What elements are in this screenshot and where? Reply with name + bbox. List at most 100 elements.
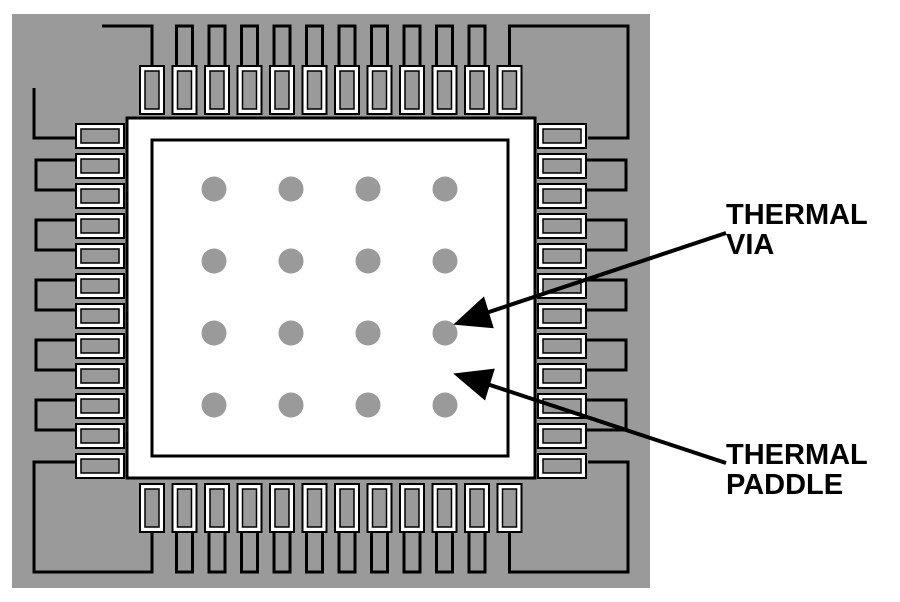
thermal-via: [432, 176, 458, 202]
bottom-pin-pad: [171, 483, 198, 533]
pcb-trace: [467, 24, 487, 66]
thermal-paddle-label: THERMAL PADDLE: [726, 439, 868, 501]
thermal-via: [278, 320, 304, 346]
bottom-pin-pad: [269, 483, 295, 533]
left-pin-pad: [75, 453, 125, 479]
top-pin-pad: [269, 65, 295, 115]
pcb-trace: [175, 24, 194, 66]
pcb-trace: [586, 338, 628, 372]
bottom-pin-pad: [464, 483, 490, 533]
thermal-via: [201, 392, 227, 418]
left-pin-pad: [75, 123, 125, 149]
right-pin-pad: [537, 303, 587, 329]
pcb-trace: [34, 158, 76, 192]
right-pin-pad: [537, 363, 587, 389]
thermal-via: [355, 248, 381, 274]
thermal-via: [355, 392, 381, 418]
top-pin-pad: [301, 65, 328, 115]
thermal-via: [432, 320, 458, 346]
top-pin-pad: [464, 65, 490, 115]
pcb-trace: [402, 532, 422, 574]
pcb-trace: [370, 24, 389, 66]
thermal-via: [278, 248, 304, 274]
left-pin-pad: [75, 393, 125, 419]
via-arrow-line: [485, 231, 727, 315]
right-pin-pad: [537, 123, 587, 149]
top-pin-pad: [171, 65, 198, 115]
top-pin-pad: [334, 65, 360, 115]
pcb-traces: [32, 24, 630, 574]
pcb-trace: [34, 398, 76, 432]
bottom-pin-pad: [334, 483, 360, 533]
pcb-trace: [337, 24, 357, 66]
thermal-via-label: THERMAL VIA: [726, 199, 868, 261]
pcb-trace: [102, 24, 154, 66]
thermal-via: [355, 176, 381, 202]
pcb-trace: [175, 532, 194, 574]
bottom-pin-pad: [496, 483, 523, 533]
bottom-pin-pad: [399, 483, 425, 533]
pcb-trace: [305, 24, 324, 66]
pcb-trace: [467, 532, 487, 574]
paddle-arrow-line: [486, 382, 727, 465]
bottom-pin-pad: [366, 483, 393, 533]
pcb-trace: [32, 88, 76, 140]
bottom-pin-pad: [139, 483, 165, 533]
via-arrow-head: [453, 296, 494, 329]
thermal-via: [201, 176, 227, 202]
left-pin-pad: [75, 213, 125, 239]
top-pin-pad: [399, 65, 425, 115]
pcb-trace: [508, 460, 630, 574]
pin-pads: [75, 65, 587, 533]
top-pin-pad: [236, 65, 263, 115]
pcb-trace: [34, 278, 76, 312]
right-pin-pad: [537, 153, 587, 179]
top-pin-pad: [431, 65, 458, 115]
pcb-trace: [337, 532, 357, 574]
pcb-trace: [34, 338, 76, 372]
pcb-trace: [272, 24, 292, 66]
pcb-trace: [240, 24, 259, 66]
right-pin-pad: [537, 333, 587, 359]
thermal-via: [201, 320, 227, 346]
thermal-via: [432, 392, 458, 418]
pcb-trace: [402, 24, 422, 66]
right-pin-pad: [537, 213, 587, 239]
left-pin-pad: [75, 273, 125, 299]
pcb-trace: [207, 24, 227, 66]
bottom-pin-pad: [236, 483, 263, 533]
right-pin-pad: [537, 423, 587, 449]
top-pin-pad: [496, 65, 523, 115]
bottom-pin-pad: [431, 483, 458, 533]
right-pin-pad: [537, 183, 587, 209]
paddle-arrow-head: [453, 368, 495, 401]
left-pin-pad: [75, 333, 125, 359]
thermal-via: [201, 248, 227, 274]
left-pin-pad: [75, 423, 125, 449]
thermal-via: [278, 176, 304, 202]
thermal-via: [278, 392, 304, 418]
left-pin-pad: [75, 183, 125, 209]
pcb-trace: [586, 398, 628, 432]
pcb-trace: [435, 24, 454, 66]
top-pin-pad: [204, 65, 230, 115]
pcb-trace: [207, 532, 227, 574]
top-pin-pad: [366, 65, 393, 115]
left-pin-pad: [75, 303, 125, 329]
pcb-trace: [508, 24, 630, 140]
callout-arrows: [453, 231, 727, 465]
left-pin-pad: [75, 153, 125, 179]
pcb-trace: [34, 218, 76, 252]
pcb-trace: [240, 532, 259, 574]
bottom-pin-pad: [204, 483, 230, 533]
left-pin-pad: [75, 363, 125, 389]
pcb-trace: [272, 532, 292, 574]
pcb-trace: [586, 218, 628, 252]
thermal-via: [432, 248, 458, 274]
pcb-trace: [435, 532, 454, 574]
pcb-trace: [370, 532, 389, 574]
pcb-trace: [32, 460, 154, 574]
thermal-via-grid: [201, 176, 458, 418]
pcb-trace: [586, 158, 628, 192]
top-pin-pad: [139, 65, 165, 115]
